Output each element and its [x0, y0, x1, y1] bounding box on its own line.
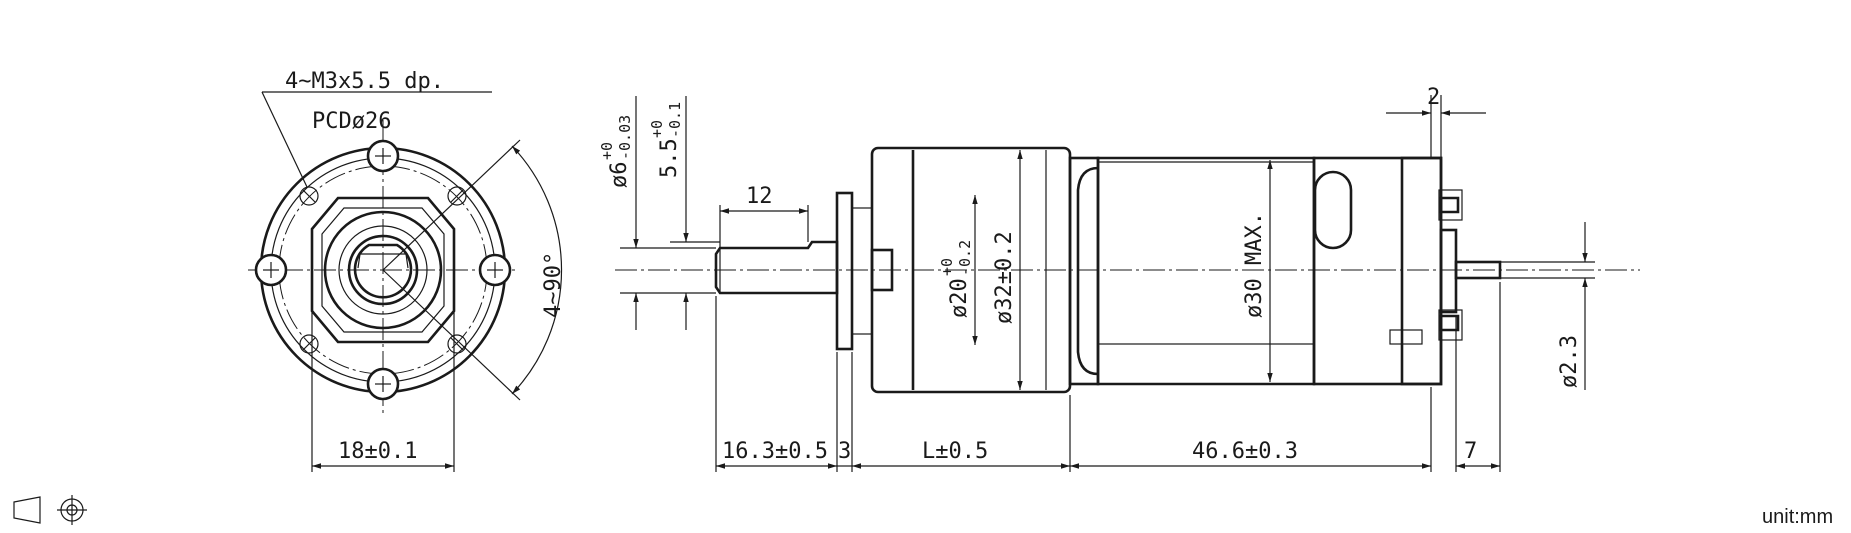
gearbox-dia-label: ø32±0.2 [992, 231, 1017, 324]
unit-label: unit:mm [1762, 506, 1833, 528]
shaft-dia-dim: ø6 +0 -0.03 [598, 115, 634, 188]
svg-text:-0.2: -0.2 [956, 240, 974, 276]
motor-dia-label: ø30 MAX. [1242, 212, 1267, 318]
svg-text:ø20: ø20 [947, 278, 972, 318]
front-view: 4~M3x5.5 dp. PCDø26 4~90° 18±0.1 [248, 69, 566, 472]
flat-depth-dim: 5.5 +0 -0.1 [648, 102, 684, 178]
rear-shaft-length-label: 7 [1464, 439, 1477, 464]
shaft-length-label: 16.3±0.5 [722, 439, 828, 464]
pilot-dia-dim: ø20 +0 -0.2 [938, 240, 974, 318]
flange-thickness-label: 3 [838, 439, 851, 464]
mounting-hole-right [478, 253, 512, 287]
gearbox-length-label: L±0.5 [922, 439, 988, 464]
mounting-hole-top [366, 139, 400, 173]
svg-text:+0: +0 [598, 142, 616, 160]
hole-spec-label: 4~M3x5.5 dp. [285, 69, 444, 94]
terminal-gap-label: 2 [1427, 85, 1440, 110]
front-width-label: 18±0.1 [338, 439, 417, 464]
side-view: ø6 +0 -0.03 5.5 +0 -0.1 12 ø20 +0 -0.2 ø… [598, 85, 1640, 472]
angle-label: 4~90° [541, 252, 566, 318]
svg-text:5.5: 5.5 [657, 138, 682, 178]
motor-length-label: 46.6±0.3 [1192, 439, 1298, 464]
svg-text:-0.03: -0.03 [616, 115, 634, 160]
mounting-hole-left [254, 253, 288, 287]
first-angle-projection-icon [13, 495, 87, 525]
svg-text:+0: +0 [648, 120, 666, 138]
svg-text:+0: +0 [938, 258, 956, 276]
mounting-hole-bottom [366, 367, 400, 401]
flat-length-label: 12 [746, 184, 773, 209]
rear-shaft-dia-label: ø2.3 [1557, 335, 1582, 388]
svg-text:-0.1: -0.1 [666, 102, 684, 138]
pcd-label: PCDø26 [312, 109, 391, 134]
svg-text:ø6: ø6 [607, 162, 632, 189]
